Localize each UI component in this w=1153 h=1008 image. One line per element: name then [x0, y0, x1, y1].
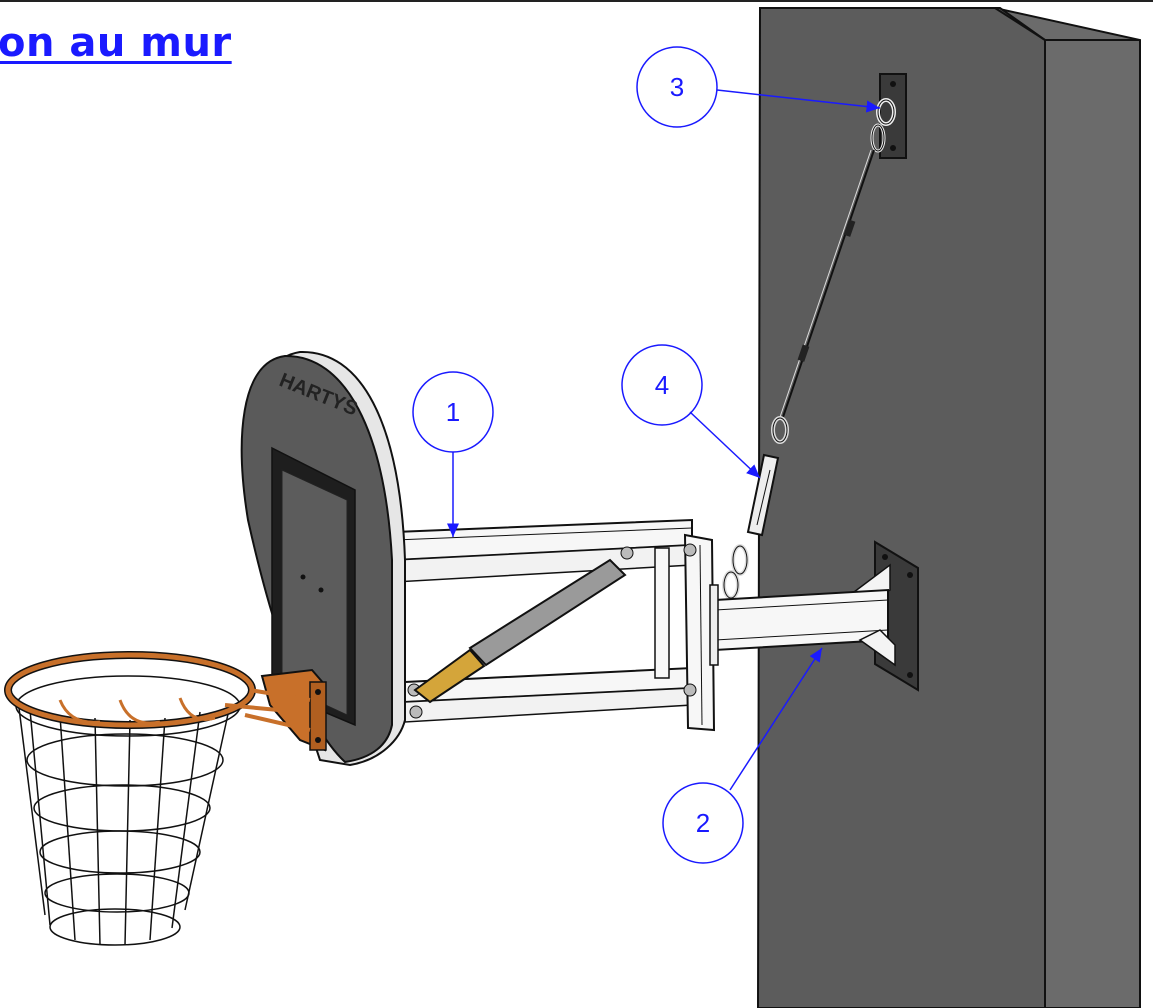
- callout-1: 1: [412, 371, 494, 537]
- tension-cable: [771, 149, 875, 444]
- callout-4-label: 4: [655, 370, 669, 400]
- callout-4: 4: [621, 344, 761, 479]
- basket-net: [15, 675, 241, 946]
- callout-3: 3: [636, 46, 881, 128]
- anchor-plate: [870, 73, 907, 159]
- top-border-line: [0, 0, 1153, 2]
- callout-1-label: 1: [446, 397, 460, 427]
- callout-3-label: 3: [670, 72, 684, 102]
- backboard: HARTYS: [240, 350, 406, 767]
- basket-rim: [4, 651, 311, 732]
- wall-bracket: [714, 540, 919, 692]
- wall-pillar: [756, 7, 1141, 1008]
- folding-arm: [394, 518, 719, 732]
- callout-2: 2: [662, 647, 823, 864]
- page-title: on au mur: [0, 20, 232, 66]
- turnbuckle: [722, 453, 780, 600]
- callout-2-label: 2: [696, 808, 710, 838]
